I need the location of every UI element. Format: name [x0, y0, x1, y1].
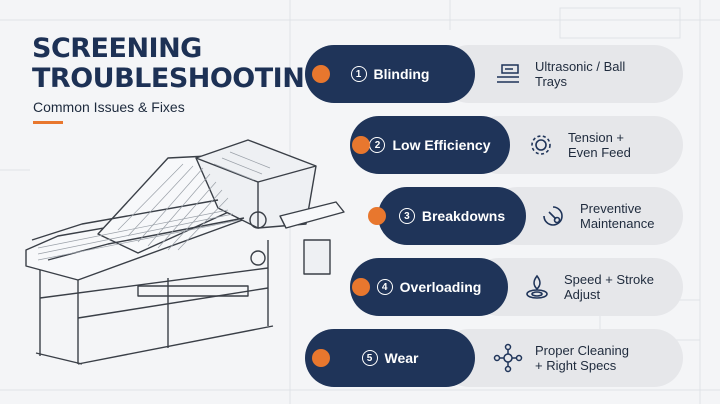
issue-row-1: 1 Blinding Ultrasonic / Ball Trays: [305, 45, 683, 103]
bullet-dot-2: [352, 136, 370, 154]
accent-bar: [33, 121, 63, 124]
fix-1: Ultrasonic / Ball Trays: [493, 45, 625, 103]
gear-icon: [531, 135, 551, 155]
issue-number-1: 1: [350, 66, 367, 82]
issue-number-4: 4: [376, 279, 393, 295]
issue-label-5: Wear: [384, 350, 419, 366]
issue-number-3: 3: [398, 208, 415, 224]
page-title: SCREENING TROUBLESHOOTING: [32, 34, 326, 94]
issue-number-2: 2: [369, 137, 386, 153]
issue-pill-3: 3 Breakdowns: [378, 187, 526, 245]
issue-label-3: Breakdowns: [421, 208, 506, 224]
fix-text-1: Ultrasonic / Ball Trays: [535, 59, 626, 89]
bullet-dot-1: [312, 65, 330, 83]
adjust-icon: [526, 274, 548, 299]
fix-5: Proper Cleaning + Right Specs: [493, 329, 629, 387]
issue-row-3: 3 Breakdowns Preventive Maintenance: [368, 187, 683, 245]
issue-pill-5: 5 Wear: [305, 329, 475, 387]
issue-row-5: 5 Wear Proper Cleaning + Right Specs: [305, 329, 683, 387]
bullet-dot-5: [312, 349, 330, 367]
tray-icon: [497, 64, 519, 83]
fix-2: Tension + Even Feed: [526, 116, 631, 174]
fix-4: Speed + Stroke Adjust: [522, 258, 654, 316]
issue-pill-2: 2 Low Efficiency: [350, 116, 510, 174]
fix-pill-5: [440, 329, 683, 387]
bullet-dot-3: [368, 207, 386, 225]
issue-label-1: Blinding: [373, 66, 430, 82]
issue-pill-1: 1 Blinding: [305, 45, 475, 103]
maintenance-icon: [543, 206, 563, 226]
issue-row-2: 2 Low Efficiency Tension + Even Feed: [350, 116, 683, 174]
fix-text-3: Preventive Maintenance: [580, 201, 655, 231]
issue-pill-4: 4 Overloading: [350, 258, 508, 316]
bullet-dot-4: [352, 278, 370, 296]
fix-text-5: Proper Cleaning + Right Specs: [535, 343, 629, 373]
title-line-1: SCREENING: [32, 33, 202, 64]
issue-label-2: Low Efficiency: [392, 137, 491, 153]
screening-machine-illustration: [25, 139, 345, 365]
fix-3: Preventive Maintenance: [538, 187, 654, 245]
title-line-2: TROUBLESHOOTING: [32, 63, 326, 94]
network-icon: [493, 343, 523, 373]
page-subtitle: Common Issues & Fixes: [33, 99, 185, 115]
fix-text-4: Speed + Stroke Adjust: [564, 272, 654, 302]
fix-text-2: Tension + Even Feed: [568, 130, 631, 160]
issue-number-5: 5: [361, 350, 378, 366]
issue-row-4: 4 Overloading Speed + Stroke Adjust: [350, 258, 683, 316]
issue-label-4: Overloading: [399, 279, 482, 295]
fix-pill-1: [440, 45, 683, 103]
